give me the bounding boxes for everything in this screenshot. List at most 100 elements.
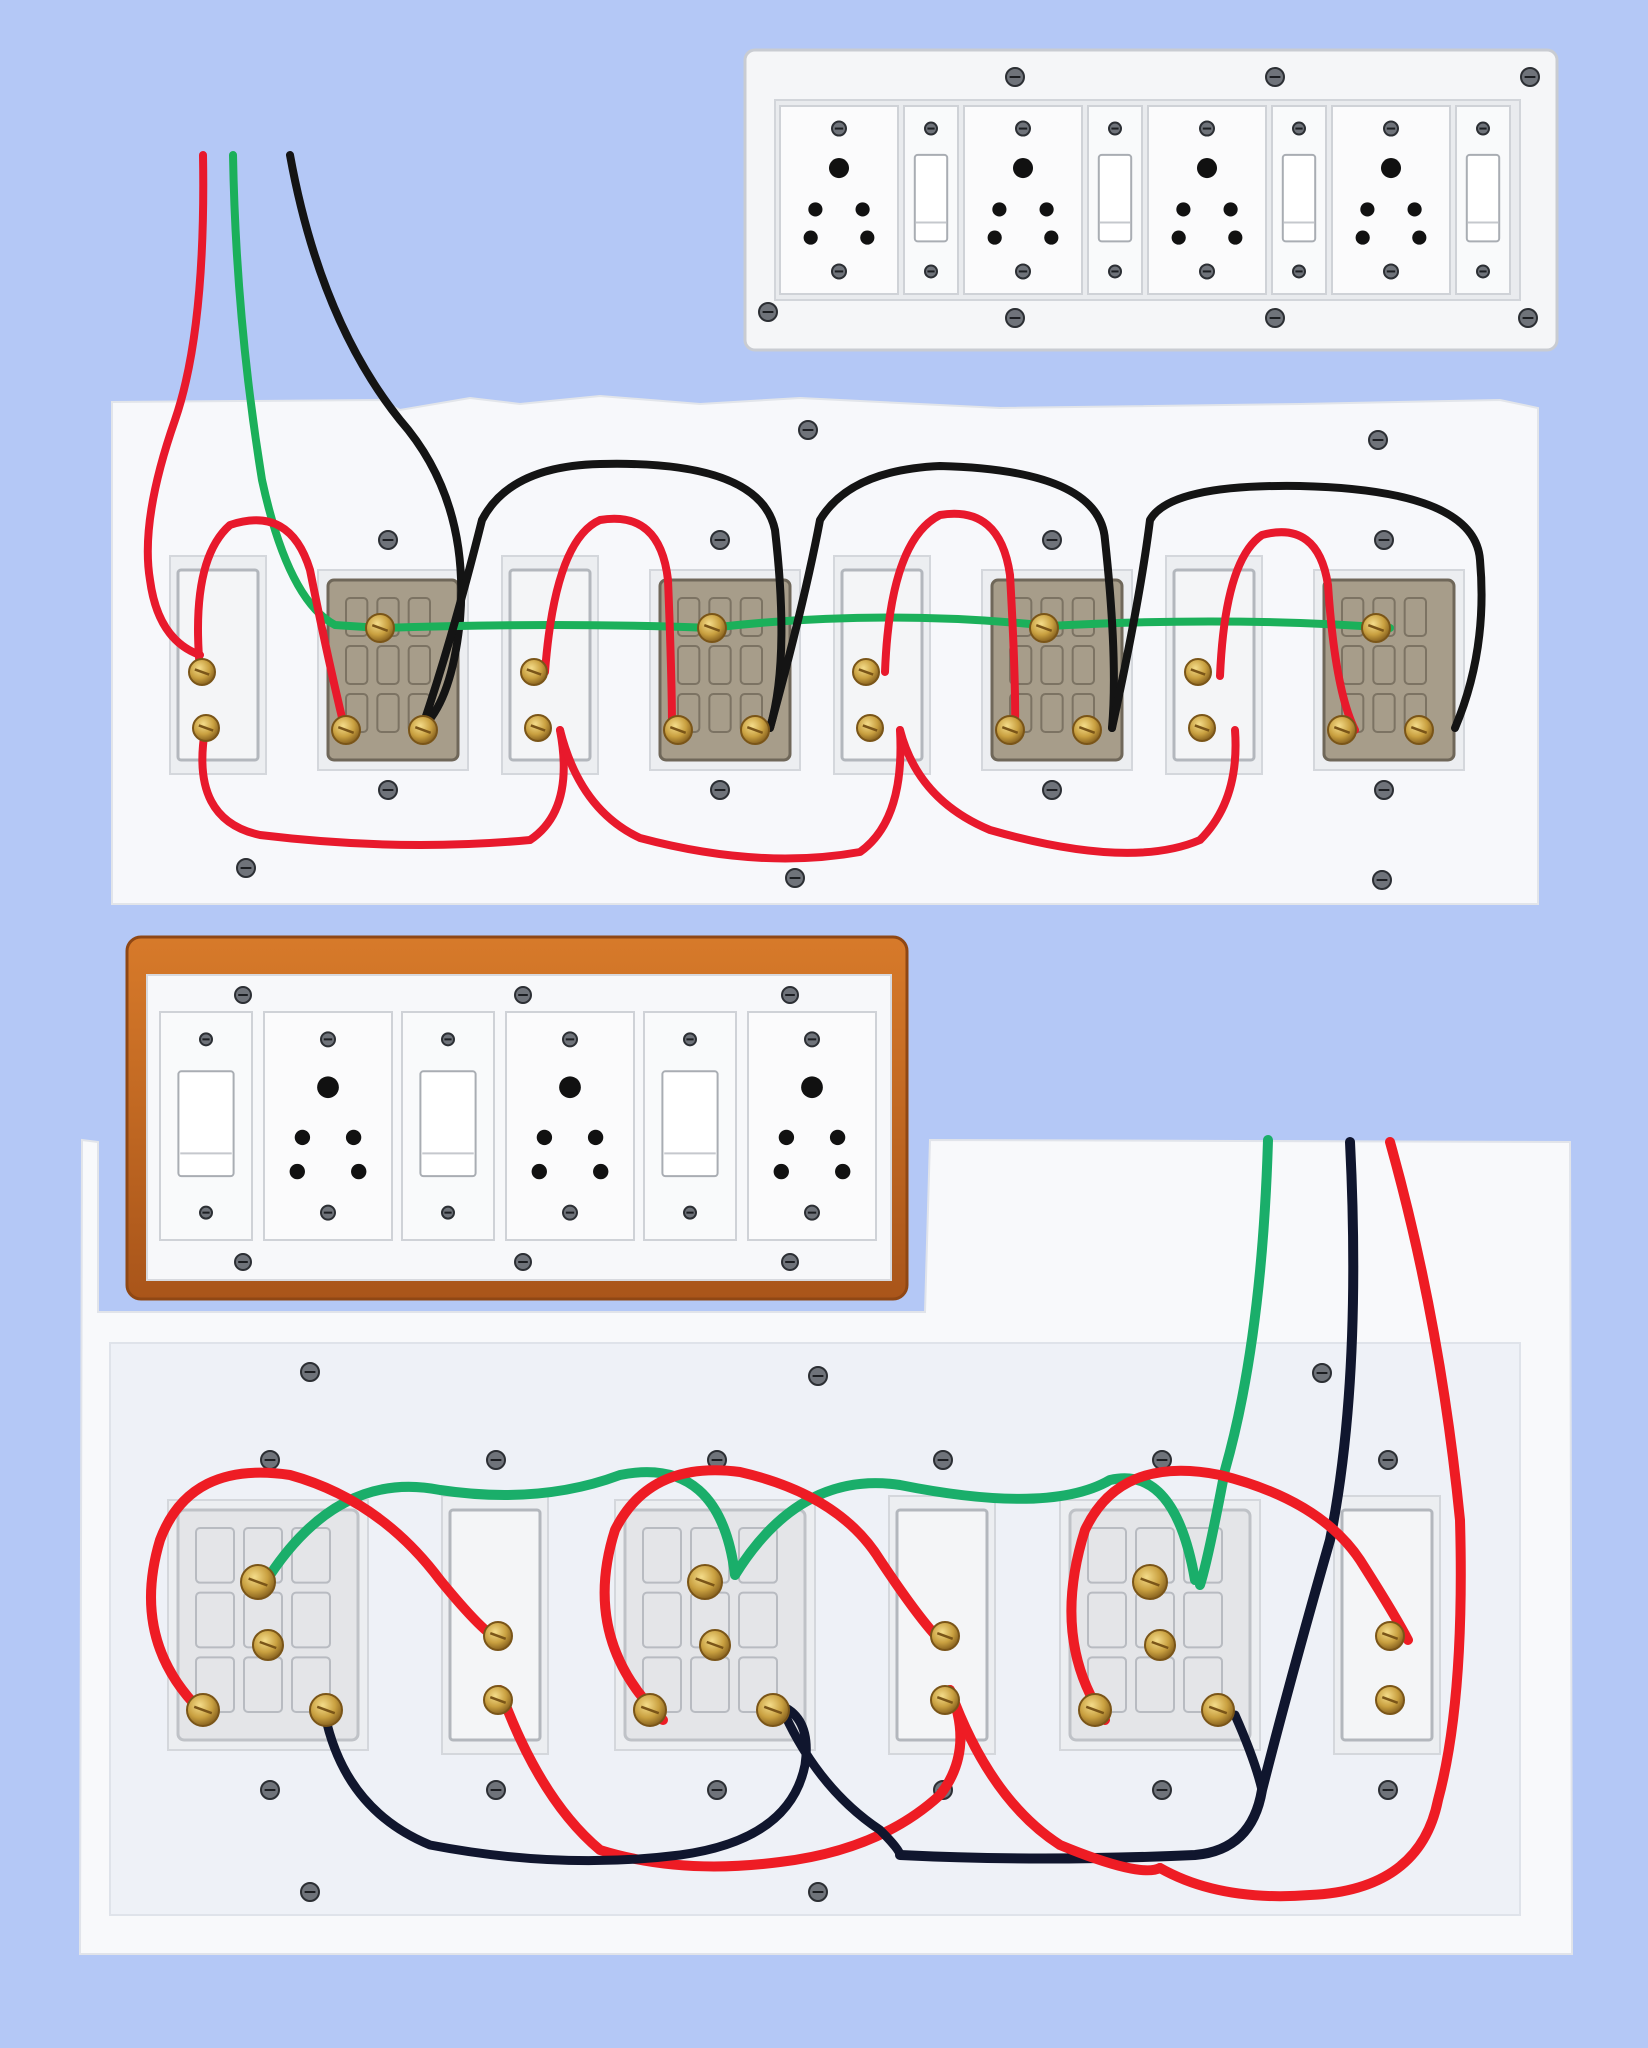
screw-icon [1015, 120, 1031, 137]
screw-icon [1199, 263, 1215, 280]
terminal-screw-icon [1144, 1629, 1176, 1661]
three-pin-socket-icon[interactable] [747, 1011, 877, 1241]
rocker-switch-icon[interactable] [1271, 105, 1327, 295]
terminal-screw-icon [1201, 1693, 1235, 1727]
terminal-screw-icon [1072, 715, 1102, 745]
top-phase-bottom-loop-2 [556, 726, 905, 863]
screw-icon [378, 530, 398, 550]
terminal-screw-icon [852, 658, 880, 686]
three-pin-socket-icon[interactable] [505, 1011, 635, 1241]
terminal-screw-icon [1188, 714, 1216, 742]
screw-icon [441, 1032, 455, 1047]
top-supply-neutral-wire [286, 151, 466, 732]
screw-icon [234, 986, 252, 1004]
screw-icon [1108, 121, 1122, 136]
three-pin-socket-icon[interactable] [963, 105, 1083, 295]
three-pin-socket-icon[interactable] [1331, 105, 1451, 295]
screw-icon [320, 1204, 336, 1221]
bottom-phase-run-2 [945, 1685, 1165, 1876]
rocker-switch-icon[interactable] [401, 1011, 495, 1241]
screw-icon [1312, 1363, 1332, 1383]
rocker-switch-icon[interactable] [1087, 105, 1143, 295]
screw-icon [785, 868, 805, 888]
screw-icon [486, 1450, 506, 1470]
three-pin-socket-icon[interactable] [1147, 105, 1267, 295]
terminal-screw-icon [240, 1564, 276, 1600]
screw-icon [236, 858, 256, 878]
top-cover-modules [779, 105, 1511, 295]
top-phase-hairpin-2 [541, 514, 676, 734]
terminal-screw-icon [483, 1621, 513, 1651]
screw-icon [1383, 263, 1399, 280]
screw-icon [1005, 308, 1025, 328]
terminal-screw-icon [1184, 658, 1212, 686]
terminal-screw-icon [1361, 613, 1391, 643]
screw-icon [707, 1780, 727, 1800]
bottom-wiring-board [78, 1135, 1574, 1955]
screw-icon [1518, 308, 1538, 328]
screw-icon [1476, 264, 1490, 279]
terminal-screw-icon [1132, 1564, 1168, 1600]
top-phase-hairpin-3 [881, 509, 1020, 734]
screw-icon [1152, 1450, 1172, 1470]
three-pin-socket-icon[interactable] [779, 105, 899, 295]
terminal-screw-icon [186, 1693, 220, 1727]
top-phase-bottom-loop-1 [198, 726, 568, 849]
terminal-screw-icon [856, 714, 884, 742]
terminal-screw-icon [252, 1629, 284, 1661]
screw-icon [300, 1882, 320, 1902]
screw-icon [710, 780, 730, 800]
screw-icon [1378, 1450, 1398, 1470]
terminal-screw-icon [520, 658, 548, 686]
top-neutral-loop-2 [766, 462, 1118, 732]
screw-icon [260, 1450, 280, 1470]
screw-icon [514, 986, 532, 1004]
top-neutral-loop-3 [1108, 481, 1486, 732]
screw-icon [1520, 67, 1540, 87]
screw-icon [514, 1253, 532, 1271]
terminal-screw-icon [663, 715, 693, 745]
screw-icon [1374, 780, 1394, 800]
bottom-board-modules [167, 1450, 1441, 1800]
bottom-cover-screws [234, 986, 799, 1271]
rocker-switch-icon[interactable] [1455, 105, 1511, 295]
terminal-screw-icon [524, 714, 552, 742]
screw-icon [1152, 1780, 1172, 1800]
terminal-screw-icon [1375, 1621, 1405, 1651]
top-cover-plate [743, 48, 1559, 352]
screw-icon [199, 1032, 213, 1047]
screw-icon [1372, 870, 1392, 890]
three-pin-socket-icon[interactable] [263, 1011, 393, 1241]
screw-icon [924, 121, 938, 136]
terminal-screw-icon [1078, 1693, 1112, 1727]
screw-icon [1292, 121, 1306, 136]
screw-icon [933, 1450, 953, 1470]
terminal-screw-icon [740, 715, 770, 745]
screw-icon [1292, 264, 1306, 279]
top-board-panel [111, 394, 1539, 905]
top-phase-bottom-loop-3 [896, 726, 1240, 857]
screw-icon [804, 1031, 820, 1048]
screw-icon [1199, 120, 1215, 137]
terminal-screw-icon [309, 1693, 343, 1727]
screw-icon [1378, 1780, 1398, 1800]
rocker-switch-icon[interactable] [903, 105, 959, 295]
screw-icon [781, 1253, 799, 1271]
terminal-screw-icon [687, 1564, 723, 1600]
screw-icon [1368, 430, 1388, 450]
bottom-phase-loop-3 [1066, 1465, 1413, 1725]
top-neutral-loop-1 [418, 459, 786, 732]
screw-icon [199, 1205, 213, 1220]
screw-icon [758, 302, 778, 322]
screw-icon [562, 1031, 578, 1048]
terminal-screw-icon [1375, 1685, 1405, 1715]
terminal-screw-icon [930, 1621, 960, 1651]
rocker-switch-icon[interactable] [159, 1011, 253, 1241]
terminal-screw-icon [483, 1685, 513, 1715]
top-phase-hairpin-4 [1216, 528, 1359, 734]
screw-icon [1015, 263, 1031, 280]
rocker-switch-icon[interactable] [643, 1011, 737, 1241]
screw-icon [808, 1366, 828, 1386]
top-cover-screws [758, 67, 1540, 328]
